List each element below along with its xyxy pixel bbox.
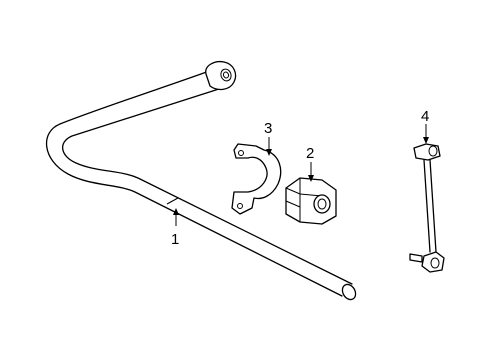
callout-2: 2 bbox=[306, 145, 314, 182]
callout-1-label: 1 bbox=[171, 231, 179, 248]
callout-2-arrowhead bbox=[308, 175, 314, 182]
callout-4-label: 4 bbox=[421, 108, 429, 125]
callout-1-arrowhead bbox=[173, 208, 179, 215]
stabilizer-bar-bushing bbox=[285, 177, 337, 225]
stabilizer-bar bbox=[45, 60, 357, 301]
callout-3-label: 3 bbox=[264, 120, 272, 137]
callout-1: 1 bbox=[171, 208, 179, 248]
callout-4: 4 bbox=[421, 108, 429, 144]
callout-2-label: 2 bbox=[306, 145, 314, 162]
stabilizer-link bbox=[409, 143, 445, 273]
callout-3-arrowhead bbox=[266, 149, 272, 156]
callout-3: 3 bbox=[264, 120, 272, 156]
stabilizer-bar-bracket bbox=[231, 143, 282, 215]
callout-4-arrowhead bbox=[423, 137, 429, 144]
